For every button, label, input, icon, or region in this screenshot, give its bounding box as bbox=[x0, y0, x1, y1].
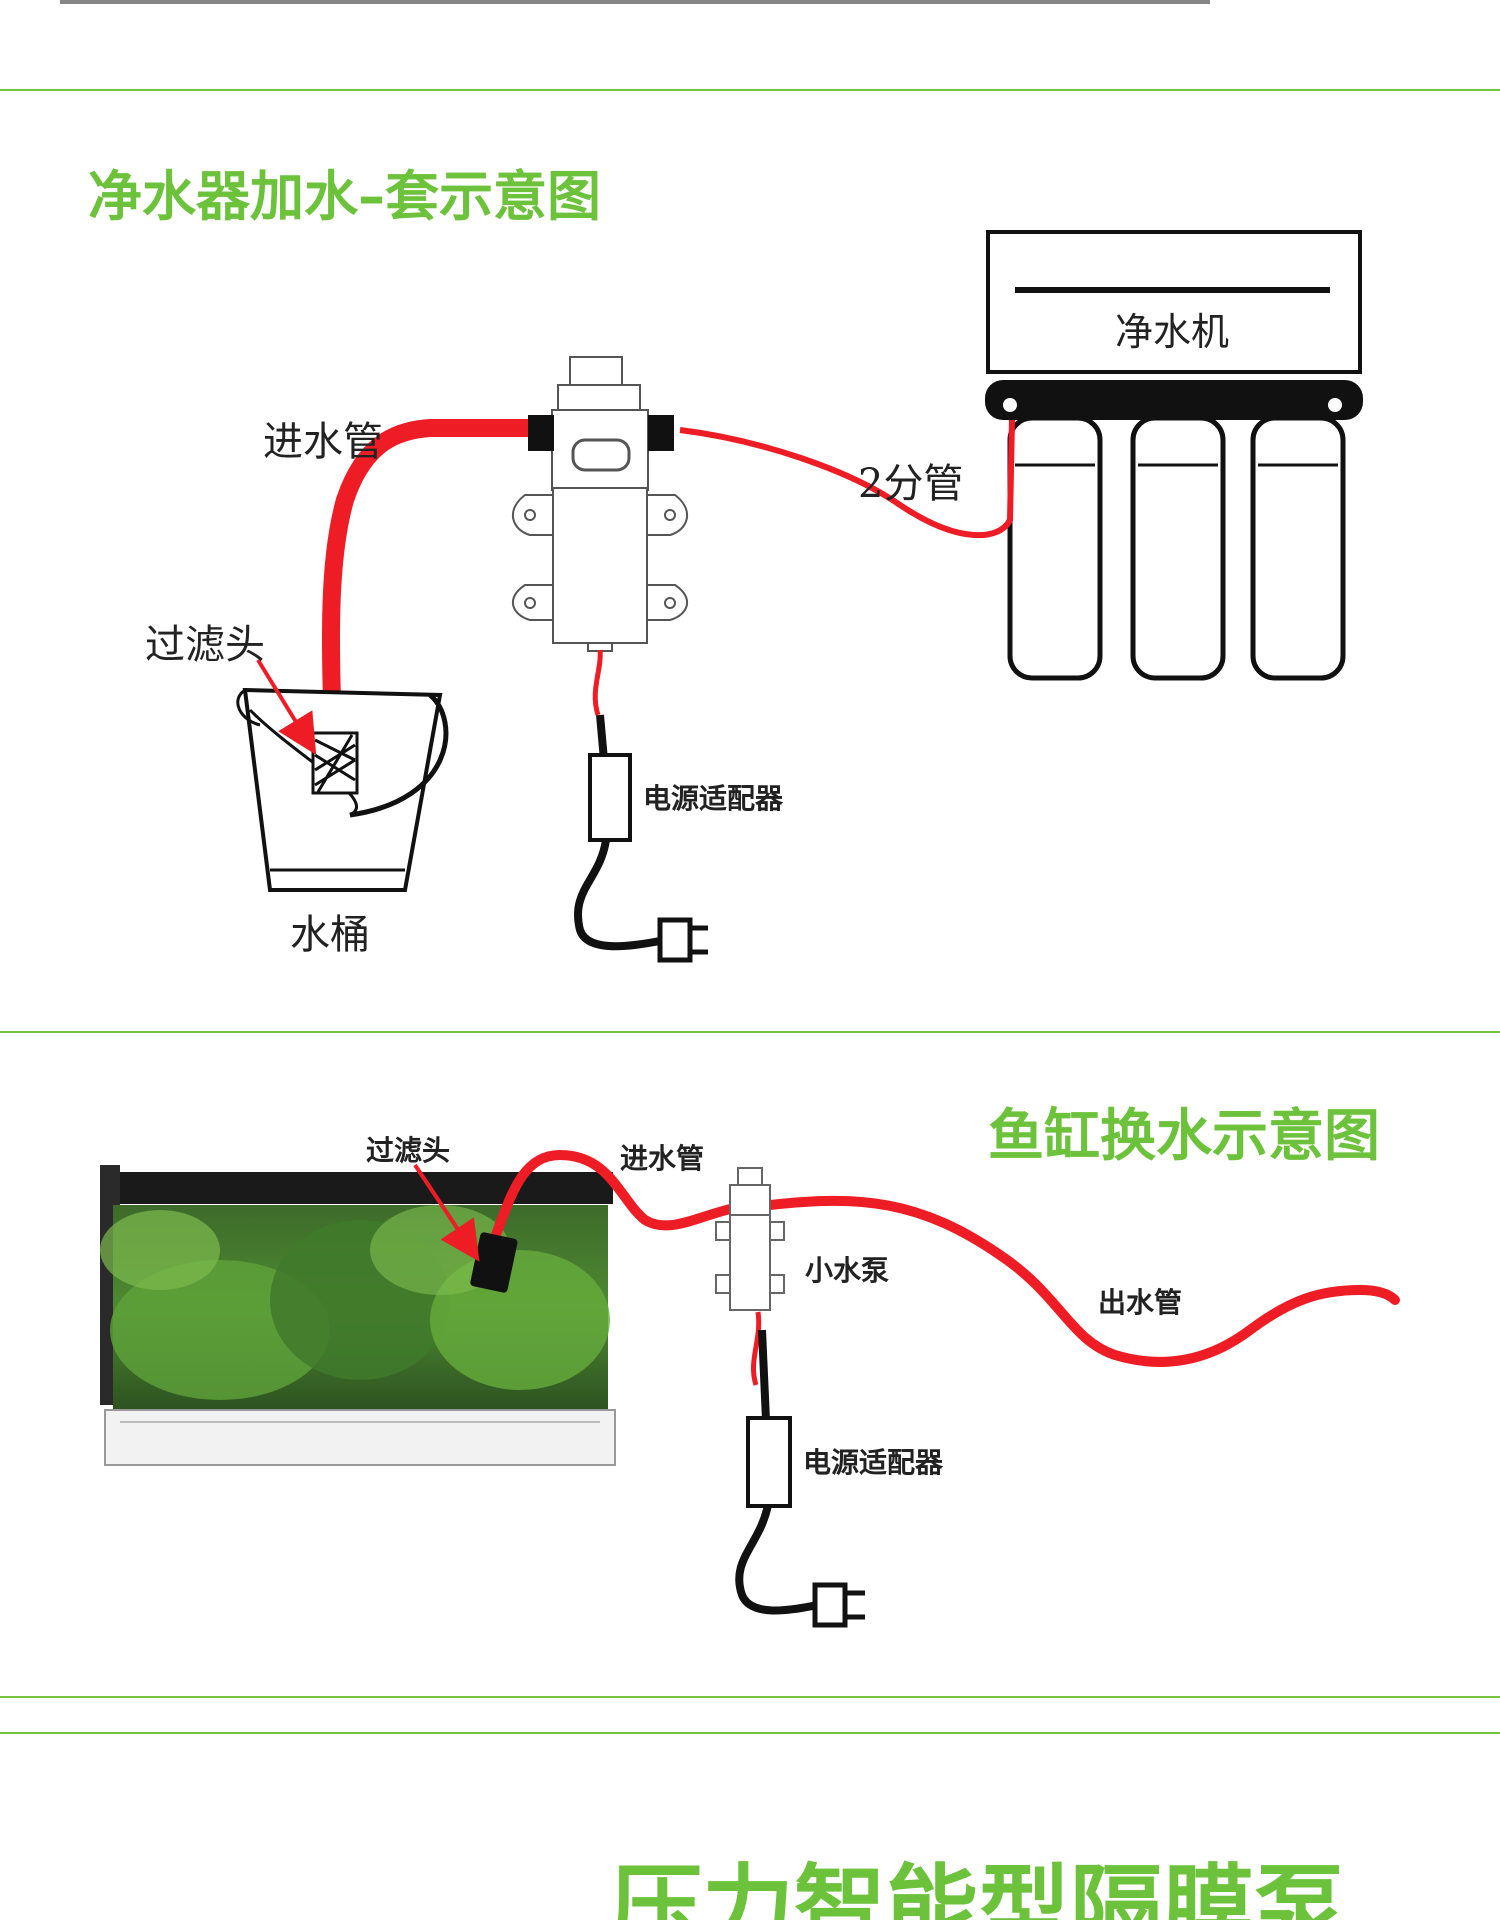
power-adapter-icon bbox=[746, 1416, 792, 1508]
section3-title: 压力智能型隔膜泵 bbox=[610, 1855, 1346, 1920]
label-inlet-hose-1: 进水管 bbox=[263, 419, 383, 465]
diaphragm-pump-icon bbox=[511, 356, 689, 652]
label-power-adapter-1: 电源适配器 bbox=[643, 782, 784, 815]
section1-title: 净水器加水–套示意图 bbox=[88, 165, 601, 228]
label-filter-head-2: 过滤头 bbox=[366, 1134, 450, 1167]
arrow-to-filter-head bbox=[256, 658, 317, 755]
power-cord bbox=[574, 714, 666, 951]
filter-head-icon bbox=[470, 1232, 518, 1293]
label-inlet-hose-2: 进水管 bbox=[620, 1142, 704, 1175]
top-cutoff-text-fragment bbox=[60, 0, 1210, 4]
pipe-2fen-line bbox=[679, 419, 1015, 539]
power-wire-red-2 bbox=[750, 1311, 762, 1386]
label-outlet-hose: 出水管 bbox=[1098, 1286, 1182, 1319]
filter-head-icon bbox=[311, 731, 359, 795]
power-cord-2 bbox=[735, 1329, 819, 1615]
section2-title: 鱼缸换水示意图 bbox=[988, 1104, 1380, 1169]
label-filter-head-1: 过滤头 bbox=[145, 622, 265, 668]
diaphragm-pump-icon bbox=[715, 1167, 785, 1311]
label-small-pump: 小水泵 bbox=[805, 1254, 889, 1287]
outlet-hose-line bbox=[765, 1195, 1400, 1367]
inlet-hose-line bbox=[321, 419, 537, 744]
label-power-adapter-2: 电源适配器 bbox=[803, 1446, 944, 1479]
label-pipe-2fen: 2分管 bbox=[858, 461, 963, 507]
power-adapter-icon bbox=[588, 753, 632, 842]
label-purifier: 净水机 bbox=[1115, 310, 1229, 354]
arrow-to-filter-head-2 bbox=[413, 1163, 480, 1262]
plug-icon bbox=[812, 1582, 865, 1628]
aquarium-icon bbox=[100, 1165, 616, 1466]
inlet-hose-line-2 bbox=[487, 1149, 740, 1250]
water-purifier-icon bbox=[985, 230, 1363, 681]
label-bucket: 水桶 bbox=[290, 912, 370, 958]
power-wire-red bbox=[592, 649, 603, 716]
plug-icon bbox=[657, 917, 708, 963]
